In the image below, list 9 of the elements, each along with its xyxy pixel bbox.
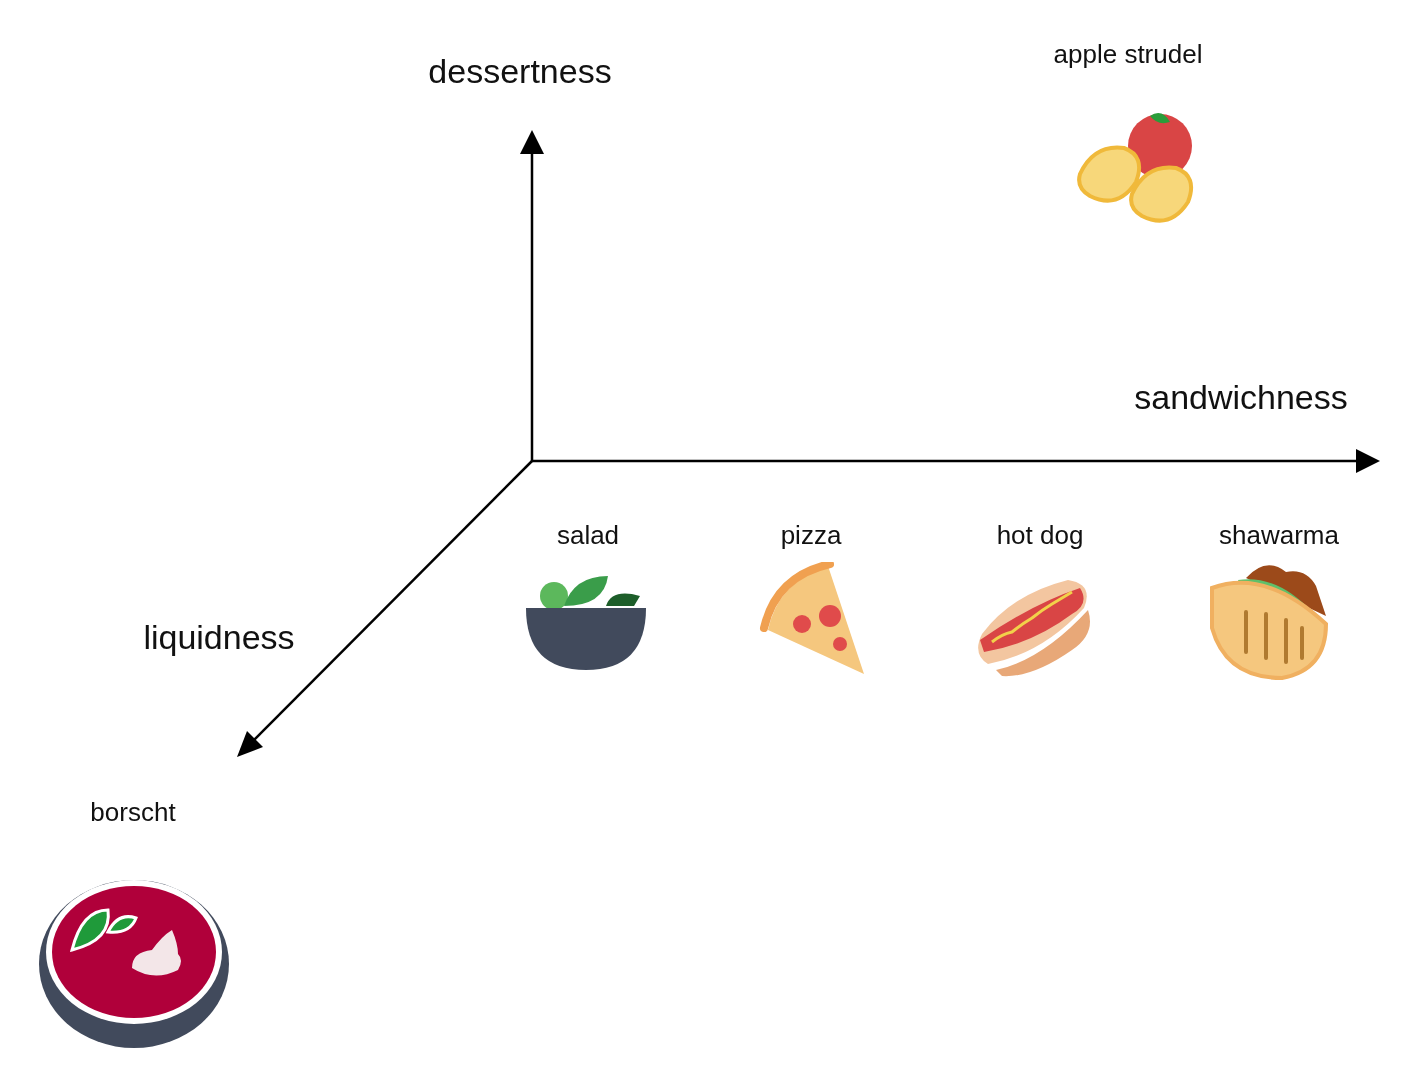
axis-label: liquidness [143,619,295,657]
food-label: pizza [780,520,842,550]
food-label: hot dog [996,520,1084,550]
food-label: borscht [90,797,176,827]
axis-label: dessertness [428,53,612,91]
food-label: shawarma [1219,520,1339,550]
axis-label: sandwichness [1134,379,1348,417]
food-label: salad [556,520,620,550]
food-label: apple strudel [1053,39,1203,69]
